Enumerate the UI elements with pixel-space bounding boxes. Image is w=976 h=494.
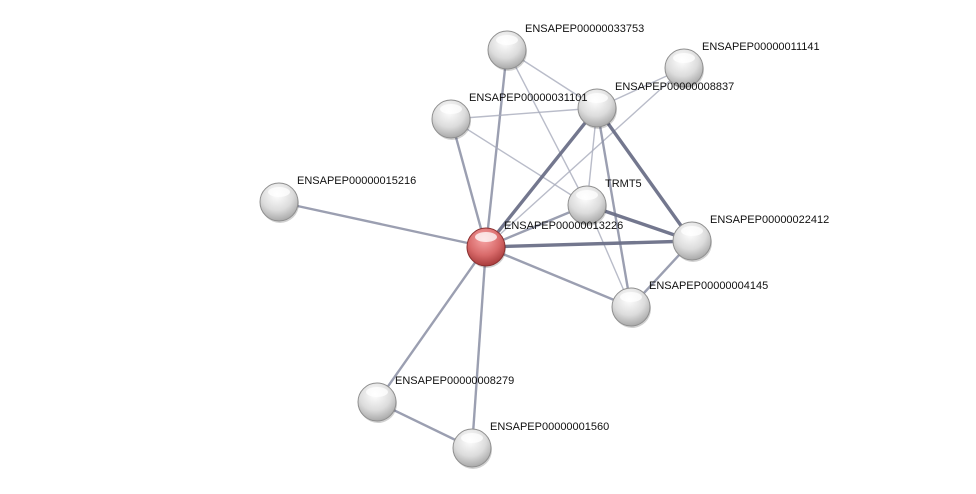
node-highlight [366,387,388,397]
node-label: ENSAPEP00000008837 [615,81,734,93]
node-label: ENSAPEP00000001560 [490,421,609,433]
node-ENSAPEP00000013226[interactable] [466,227,506,268]
node-highlight [440,104,462,114]
node-highlight [268,187,290,197]
node-label: ENSAPEP00000004145 [649,280,768,292]
edge-ENSAPEP00000013226-ENSAPEP00000004145[interactable] [485,245,632,309]
node-ENSAPEP00000001560[interactable] [452,428,492,469]
node-label: ENSAPEP00000033753 [525,23,644,35]
node-ENSAPEP00000011141[interactable] [664,48,704,89]
node-TRMT5[interactable] [567,185,607,226]
node-ENSAPEP00000033753[interactable] [487,30,527,71]
node-highlight [673,53,695,63]
edge-ENSAPEP00000033753-TRMT5[interactable] [506,49,588,206]
node-label: TRMT5 [605,178,642,190]
edge-ENSAPEP00000008837-ENSAPEP00000022412[interactable] [595,107,694,242]
node-label: ENSAPEP00000011141 [702,41,820,53]
edge-ENSAPEP00000013226-ENSAPEP00000001560[interactable] [470,246,488,449]
node-ENSAPEP00000008837[interactable] [577,88,617,129]
node-highlight [496,35,518,45]
node-ENSAPEP00000008279[interactable] [357,382,397,423]
node-label: ENSAPEP00000022412 [710,214,829,226]
node-highlight [461,433,483,443]
node-highlight [475,232,497,242]
node-label: ENSAPEP00000015216 [297,175,416,187]
node-label: ENSAPEP00000008279 [395,375,514,387]
edge-ENSAPEP00000031101-ENSAPEP00000008837[interactable] [450,107,598,120]
node-label: ENSAPEP00000013226 [504,220,623,232]
edge-ENSAPEP00000031101-ENSAPEP00000013226[interactable] [449,118,488,248]
edge-ENSAPEP00000013226-ENSAPEP00000008279[interactable] [376,246,487,403]
node-highlight [620,292,642,302]
node-ENSAPEP00000031101[interactable] [431,99,471,140]
node-highlight [586,93,608,103]
edge-ENSAPEP00000013226-ENSAPEP00000022412[interactable] [485,239,693,249]
edge-ENSAPEP00000031101-TRMT5[interactable] [450,118,588,206]
node-highlight [681,226,703,236]
node-highlight [576,190,598,200]
edge-ENSAPEP00000013226-ENSAPEP00000015216[interactable] [278,200,487,249]
nodes-layer [259,30,712,469]
edge-ENSAPEP00000008837-ENSAPEP00000004145[interactable] [595,107,633,308]
node-ENSAPEP00000015216[interactable] [259,182,299,223]
edge-ENSAPEP00000011141-ENSAPEP00000013226[interactable] [485,67,685,248]
node-ENSAPEP00000022412[interactable] [672,221,712,262]
node-ENSAPEP00000004145[interactable] [611,287,651,328]
labels-layer: ENSAPEP00000033753ENSAPEP00000011141ENSA… [297,23,829,433]
edge-ENSAPEP00000008837-ENSAPEP00000013226[interactable] [484,106,599,249]
node-label: ENSAPEP00000031101 [469,92,587,104]
